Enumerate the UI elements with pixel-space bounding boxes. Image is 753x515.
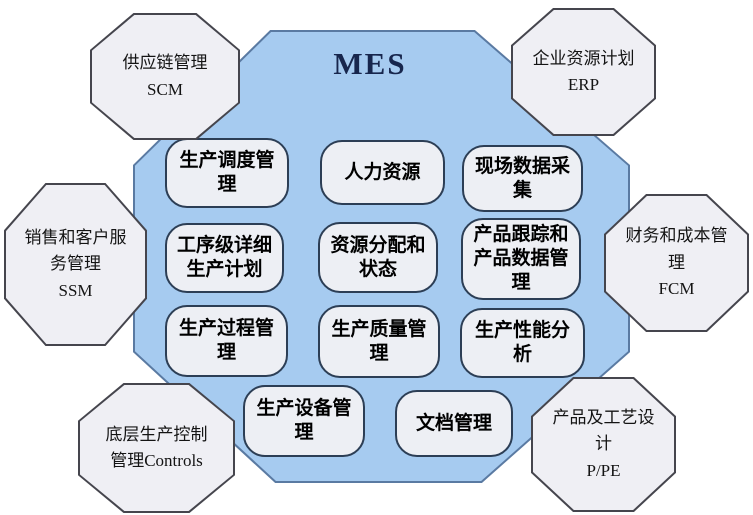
module-product-tracking-data-management: 产品跟踪和 产品数据管 理 — [461, 218, 581, 300]
module-production-scheduling: 生产调度管 理 — [165, 138, 289, 208]
node-ppe: 产品及工艺设 计 P/PE — [531, 377, 676, 512]
node-erp-label: 企业资源计划 ERP — [513, 10, 654, 134]
node-controls: 底层生产控制 管理Controls — [78, 383, 235, 513]
module-detailed-production-planning: 工序级详细 生产计划 — [165, 223, 284, 293]
module-field-data-collection: 现场数据采 集 — [462, 145, 583, 212]
module-resource-allocation-status: 资源分配和 状态 — [318, 222, 438, 293]
node-ppe-label: 产品及工艺设 计 P/PE — [533, 379, 674, 510]
module-production-performance-analysis: 生产性能分 析 — [460, 308, 585, 378]
node-ssm-label: 销售和客户服 务管理 SSM — [6, 185, 145, 344]
mes-title: MES — [333, 46, 407, 81]
module-production-process-management: 生产过程管 理 — [165, 305, 288, 377]
node-scm: 供应链管理 SCM — [90, 13, 240, 140]
module-document-management: 文档管理 — [395, 390, 513, 457]
node-erp: 企业资源计划 ERP — [511, 8, 656, 136]
node-fcm: 财务和成本管 理 FCM — [604, 194, 749, 332]
module-human-resources: 人力资源 — [320, 140, 445, 205]
module-production-quality-management: 生产质量管 理 — [318, 305, 440, 378]
node-controls-label: 底层生产控制 管理Controls — [80, 385, 233, 511]
node-scm-label: 供应链管理 SCM — [92, 15, 238, 138]
module-equipment-management: 生产设备管 理 — [243, 385, 365, 457]
node-ssm: 销售和客户服 务管理 SSM — [4, 183, 147, 346]
node-fcm-label: 财务和成本管 理 FCM — [606, 196, 747, 330]
